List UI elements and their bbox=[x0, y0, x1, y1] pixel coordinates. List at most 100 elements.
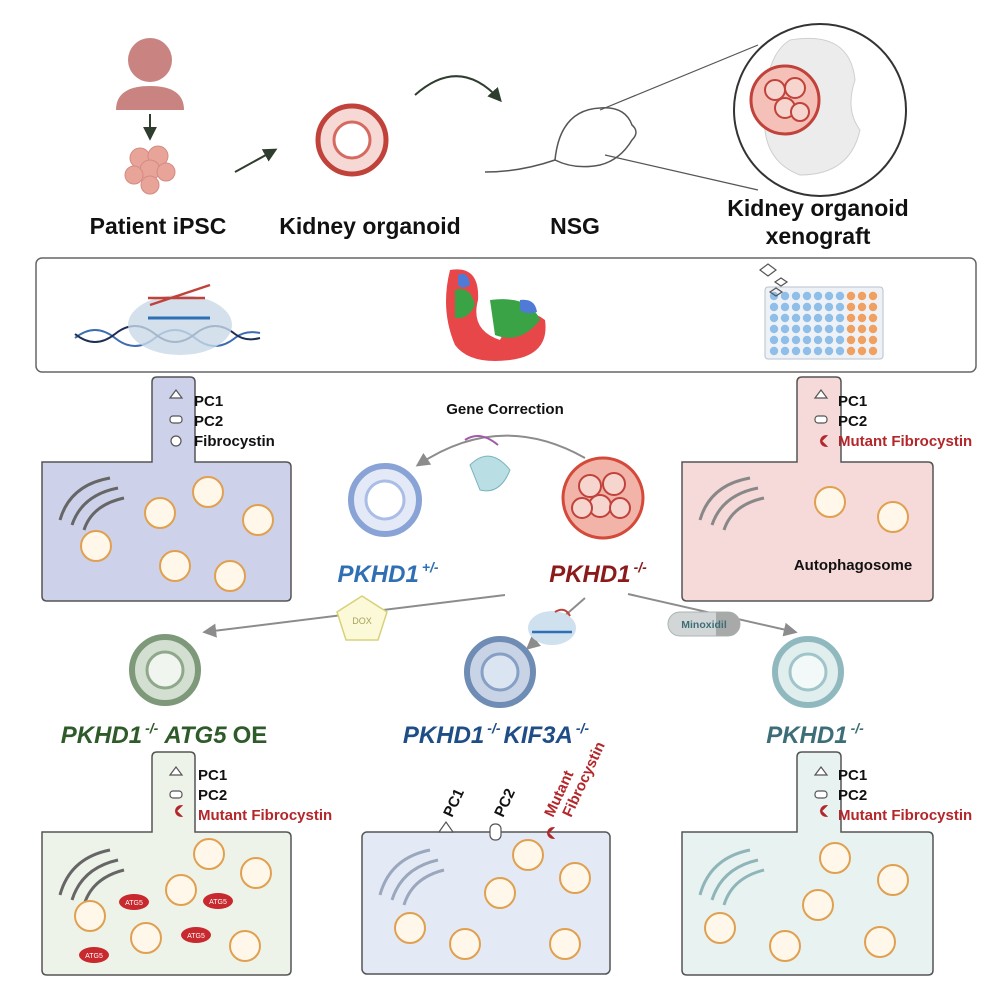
minox-mutant-fibrocystin-icon bbox=[819, 805, 829, 817]
minox-pc1-triangle-icon bbox=[813, 766, 829, 776]
plate-well bbox=[868, 302, 878, 312]
kif3a-golgi-icon bbox=[378, 848, 445, 906]
plate-well bbox=[846, 324, 856, 334]
corrected-golgi-icon bbox=[58, 476, 125, 531]
atg5-organoid-icon bbox=[129, 634, 201, 706]
plate-well bbox=[802, 335, 812, 345]
kif3a-genotype-label: PKHD1-/-KIF3A-/- bbox=[403, 720, 589, 749]
plate-well bbox=[791, 291, 801, 301]
patient-genotype-sup: -/- bbox=[634, 559, 648, 575]
plate-well bbox=[824, 302, 834, 312]
plate-well bbox=[780, 313, 790, 323]
kif3a-pc1-triangle-icon bbox=[437, 820, 455, 833]
minox-pc2-pill-icon bbox=[814, 790, 828, 799]
plate-well bbox=[824, 313, 834, 323]
gene-correction-label: Gene Correction bbox=[446, 401, 564, 418]
plate-well bbox=[868, 346, 878, 356]
plate-well bbox=[813, 313, 823, 323]
kidney-organoid-icon bbox=[315, 103, 389, 177]
patient-pc1-triangle-icon bbox=[813, 389, 829, 399]
kif3a-pc2-label: PC2 bbox=[491, 786, 519, 820]
kif3a-crispr-icon bbox=[528, 608, 576, 645]
patient-mutant-fibrocystin-icon bbox=[819, 435, 829, 447]
plate-well bbox=[769, 335, 779, 345]
plate-well bbox=[791, 335, 801, 345]
corrected-vesicles bbox=[80, 476, 274, 592]
corrected-pc2-label: PC2 bbox=[194, 413, 223, 430]
plate-well bbox=[846, 346, 856, 356]
nsg-label: NSG bbox=[550, 213, 600, 239]
minox-vesicles bbox=[704, 842, 909, 962]
atg5-mutant-fibrocystin-label: Mutant Fibrocystin bbox=[198, 807, 332, 824]
corrected-pc2-pill-icon bbox=[169, 415, 183, 424]
plate-well bbox=[780, 302, 790, 312]
minox-genotype-label: PKHD1 -/- bbox=[766, 720, 864, 749]
patient-golgi-icon bbox=[698, 476, 765, 531]
crispr-dna-icon bbox=[74, 283, 261, 355]
patient-cell-panel bbox=[681, 376, 934, 602]
atg5-badge-label: ATG5 bbox=[209, 899, 227, 906]
plate-well bbox=[769, 324, 779, 334]
plate-well bbox=[846, 302, 856, 312]
atg5-genotype-suffix: OE bbox=[233, 722, 268, 749]
patient-person-icon bbox=[116, 38, 184, 110]
plate-well bbox=[857, 346, 867, 356]
corrected-fibrocystin-label: Fibrocystin bbox=[194, 433, 275, 450]
kif3a-genotype-sup: -/- bbox=[487, 720, 501, 736]
atg5-badge bbox=[79, 947, 109, 963]
corrected-organoid-icon bbox=[348, 463, 422, 537]
minox-genotype-sup: -/- bbox=[851, 720, 865, 736]
atg5-badge-label: ATG5 bbox=[85, 953, 103, 960]
patient-genotype-gene: PKHD1 bbox=[549, 561, 630, 588]
plate-well bbox=[813, 335, 823, 345]
plate-well bbox=[769, 302, 779, 312]
minox-genotype-gene: PKHD1 bbox=[766, 722, 847, 749]
plate-well bbox=[791, 346, 801, 356]
plate-well bbox=[846, 291, 856, 301]
xenograft-label-line2: xenograft bbox=[766, 223, 871, 249]
plate-well bbox=[857, 302, 867, 312]
plate-well bbox=[769, 346, 779, 356]
atg5-pc2-label: PC2 bbox=[198, 787, 227, 804]
plate-well bbox=[835, 335, 845, 345]
kif3a-genotype-gene: PKHD1 bbox=[403, 722, 484, 749]
plate-well bbox=[835, 346, 845, 356]
dox-label: DOX bbox=[352, 616, 372, 626]
kif3a-pc2-pill-icon bbox=[489, 823, 502, 841]
plate-well bbox=[813, 302, 823, 312]
patient-genotype-label: PKHD1 -/- bbox=[549, 559, 647, 588]
atg5-badge bbox=[203, 893, 233, 909]
plate-well bbox=[868, 324, 878, 334]
atg5-vesicles bbox=[74, 838, 272, 962]
minox-cell-panel bbox=[681, 751, 934, 976]
patient-pc2-label: PC2 bbox=[838, 413, 867, 430]
minox-organoid-icon bbox=[772, 636, 844, 708]
kidney-organoid-label: Kidney organoid bbox=[279, 213, 460, 239]
kif3a-genotype-gene2: KIF3A bbox=[504, 722, 573, 749]
corrected-genotype-label: PKHD1+/- bbox=[337, 559, 438, 588]
plate-well bbox=[824, 291, 834, 301]
atg5-mutant-fibrocystin-icon bbox=[174, 805, 184, 817]
patient-pc2-pill-icon bbox=[814, 415, 828, 424]
plate-well bbox=[868, 335, 878, 345]
xenograft-label-line1: Kidney organoid bbox=[727, 195, 908, 221]
organoid-to-mouse-arrow bbox=[414, 75, 502, 103]
atg5-badge-label: ATG5 bbox=[125, 900, 143, 907]
plate-well bbox=[780, 335, 790, 345]
crispr-complex-icon bbox=[464, 435, 511, 492]
plate-well bbox=[835, 313, 845, 323]
atg5-badge bbox=[181, 927, 211, 943]
patient-organoid-icon bbox=[561, 456, 645, 540]
plate-well bbox=[868, 313, 878, 323]
kif3a-cell-panel bbox=[361, 831, 611, 975]
plate-well bbox=[791, 302, 801, 312]
atg5-badge bbox=[119, 894, 149, 910]
plate-well bbox=[802, 313, 812, 323]
corrected-genotype-sup: +/- bbox=[422, 559, 439, 575]
corrected-pc1-triangle-icon bbox=[168, 389, 184, 399]
ipsc-to-organoid-arrow bbox=[234, 148, 278, 173]
autophagosome-label: Autophagosome bbox=[794, 557, 912, 574]
plate-well bbox=[802, 302, 812, 312]
